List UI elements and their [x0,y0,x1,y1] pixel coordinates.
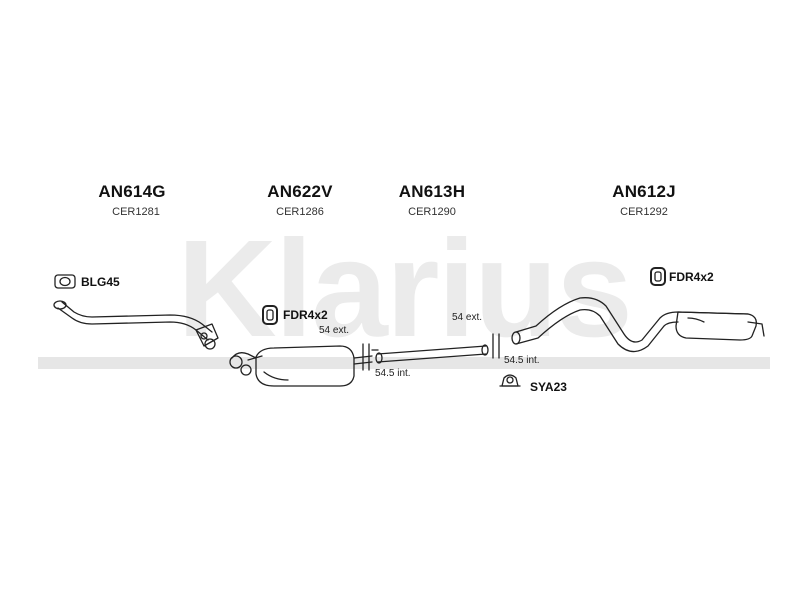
rear-silencer [511,297,765,353]
joint-ext-label: 54 ext. [452,312,483,323]
gasket-label: BLG45 [81,275,120,289]
clamp-icon [499,374,521,387]
mount-rubber-icon [262,305,278,325]
part-code: AN613H [398,182,466,201]
clamp-label: SYA23 [530,380,567,394]
mount-label: FDR4x2 [283,308,328,322]
part-code: AN614G [98,182,166,201]
centre-pipe [375,344,489,364]
cer-reference: CER1286 [276,206,324,218]
cer-reference: CER1281 [112,206,160,218]
left-joint [362,343,379,371]
watermark-bar [38,357,770,369]
watermark-logo: Klarius [177,212,631,366]
joint-int-label: 54.5 int. [375,368,411,379]
joint-ext-label: 54 ext. [319,325,350,336]
mount-rubber-icon [650,267,666,286]
part-code: AN612J [612,182,676,201]
gasket-icon [54,274,76,289]
part-code: AN622V [267,182,333,201]
cer-reference: CER1292 [620,206,668,218]
front-pipe [53,300,219,350]
joint-int-label: 54.5 int. [504,355,540,366]
cer-reference: CER1290 [408,206,456,218]
mount-label: FDR4x2 [669,270,714,284]
right-joint [492,333,500,359]
